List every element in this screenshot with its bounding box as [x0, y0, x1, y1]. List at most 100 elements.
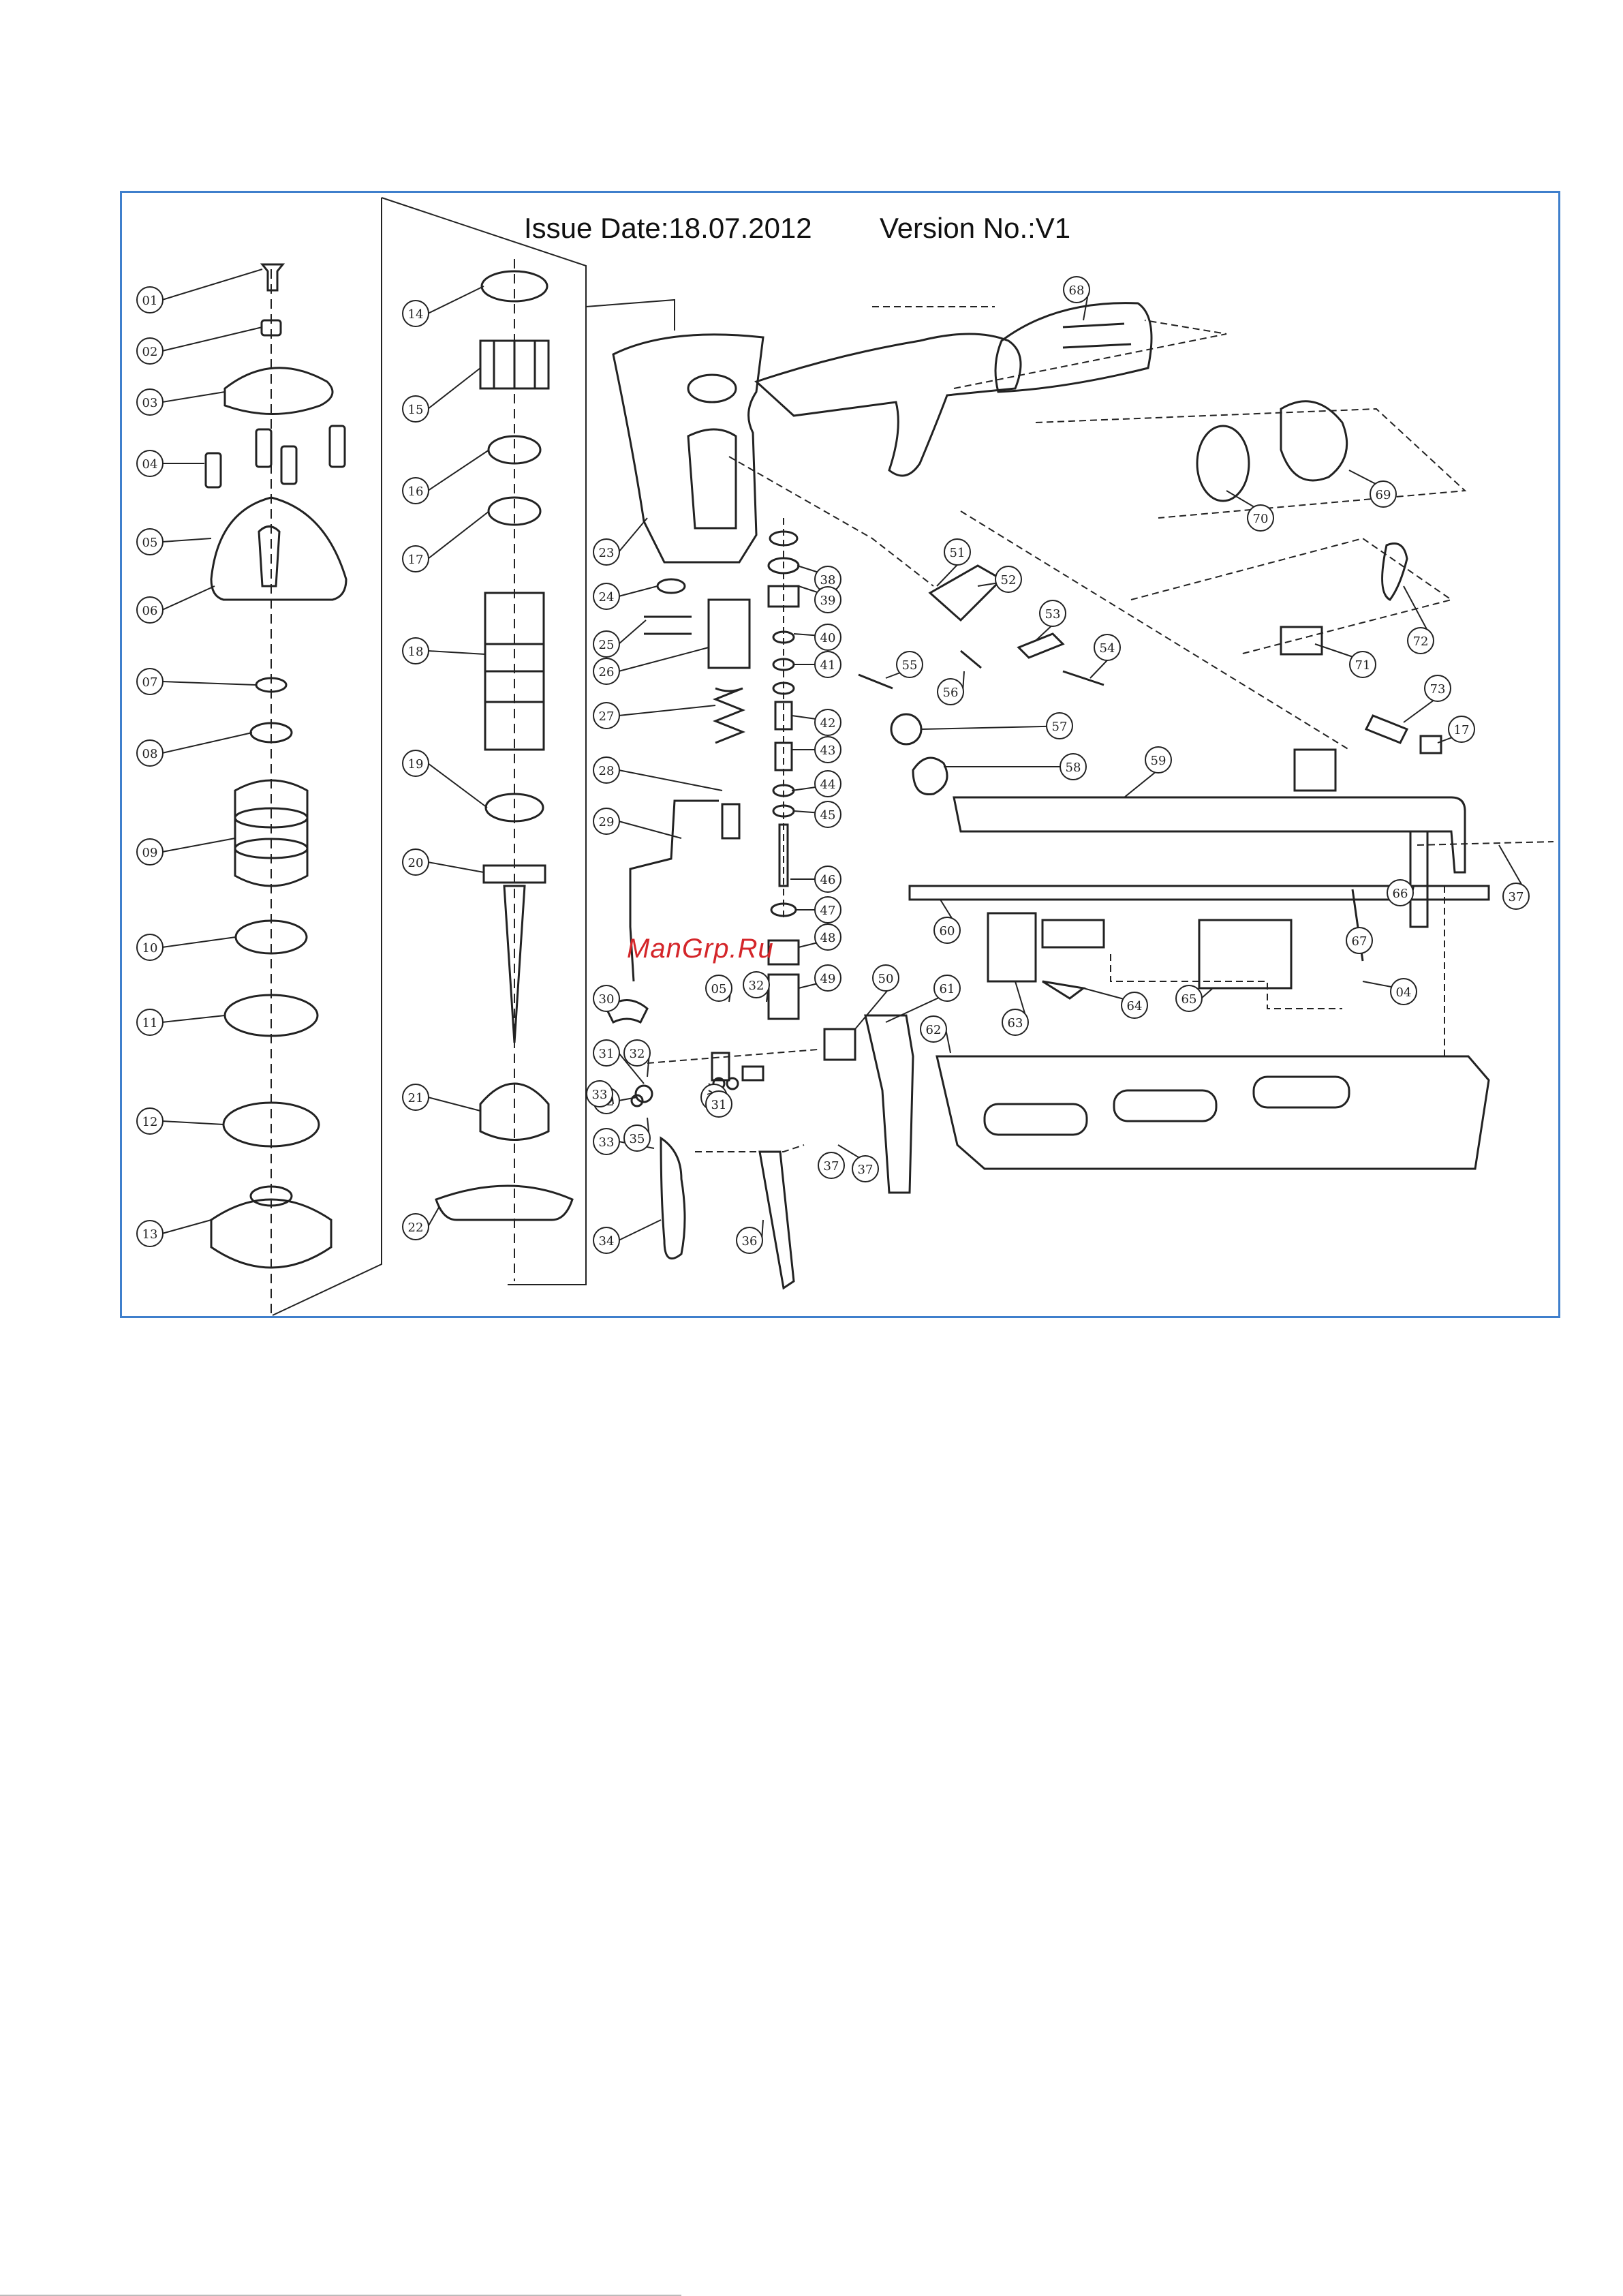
- callout-05: 05: [137, 529, 211, 555]
- callout-number: 33: [592, 1088, 608, 1102]
- callout-28: 28: [593, 757, 722, 791]
- callout-leader: [428, 450, 489, 491]
- callout-number: 26: [599, 665, 615, 679]
- callout-leader: [162, 1121, 223, 1124]
- callout-number: 18: [408, 645, 424, 659]
- callout-leader: [162, 538, 211, 542]
- callout-number: 04: [1396, 985, 1412, 1000]
- callout-leader: [619, 1220, 661, 1240]
- callout-labels: 0102030405060708091011121314151617181920…: [137, 269, 1529, 1253]
- callout-08: 08: [137, 733, 252, 766]
- callout-number: 46: [820, 873, 836, 887]
- callout-19: 19: [403, 750, 487, 808]
- callout-leader: [162, 838, 235, 852]
- callout-number: 58: [1066, 761, 1081, 775]
- callout-number: 34: [599, 1234, 615, 1249]
- callout-leader: [428, 368, 480, 409]
- callout-10: 10: [137, 934, 236, 960]
- callout-number: 02: [142, 345, 158, 359]
- callout-number: 44: [820, 778, 836, 792]
- callout-67: 67: [1346, 928, 1372, 953]
- callout-24: 24: [593, 583, 658, 609]
- callout-72: 72: [1404, 586, 1434, 654]
- callout-leader: [162, 327, 262, 351]
- callout-number: 27: [599, 709, 615, 724]
- callout-number: 07: [142, 675, 158, 690]
- callout-leader: [619, 705, 715, 716]
- callout-number: 33: [599, 1135, 615, 1150]
- callout-65: 65: [1176, 985, 1213, 1011]
- callout-leader: [428, 862, 484, 872]
- callout-27: 27: [593, 703, 715, 729]
- callout-number: 25: [599, 638, 615, 652]
- callout-number: 38: [820, 573, 836, 587]
- callout-number: 67: [1352, 934, 1367, 949]
- watermark-text: ManGrp.Ru: [627, 934, 774, 964]
- callout-number: 68: [1069, 284, 1085, 298]
- callout-number: 39: [820, 594, 836, 608]
- callout-number: 71: [1355, 658, 1371, 673]
- callout-number: 24: [599, 590, 615, 604]
- callout-64: 64: [1083, 988, 1147, 1018]
- callout-number: 41: [820, 658, 836, 673]
- callout-37: 37: [818, 1152, 844, 1178]
- callout-37: 37: [1499, 845, 1529, 909]
- callout-11: 11: [137, 1009, 225, 1035]
- callout-number: 15: [408, 403, 424, 417]
- callout-21: 21: [403, 1084, 480, 1111]
- callout-48: 48: [799, 924, 841, 950]
- callout-leader: [619, 586, 658, 596]
- callout-22: 22: [403, 1206, 439, 1240]
- callout-44: 44: [792, 771, 841, 797]
- callout-43: 43: [792, 737, 841, 763]
- callout-number: 62: [926, 1023, 942, 1037]
- callout-leader: [428, 1206, 439, 1227]
- callout-leader: [428, 1097, 480, 1111]
- callout-leader: [162, 586, 215, 610]
- callout-number: 55: [902, 658, 918, 673]
- callout-54: 54: [1090, 634, 1120, 678]
- callout-number: 42: [820, 716, 836, 731]
- callout-34: 34: [593, 1220, 661, 1253]
- callout-leader: [619, 620, 646, 644]
- callout-leader: [162, 682, 256, 685]
- callout-35: 35: [624, 1118, 650, 1151]
- callout-40: 40: [794, 624, 841, 650]
- callout-number: 11: [142, 1016, 158, 1030]
- callout-16: 16: [403, 450, 489, 504]
- callout-59: 59: [1124, 747, 1171, 797]
- callout-number: 30: [599, 992, 615, 1007]
- callout-number: 10: [142, 941, 158, 955]
- callout-number: 63: [1008, 1016, 1023, 1030]
- callout-15: 15: [403, 368, 480, 422]
- callout-number: 36: [742, 1234, 758, 1249]
- callout-41: 41: [794, 652, 841, 677]
- callout-leader: [162, 733, 252, 753]
- callout-05: 05: [706, 975, 732, 1002]
- callout-number: 43: [820, 744, 836, 758]
- callout-30: 30: [593, 985, 619, 1011]
- callout-04: 04: [137, 450, 204, 476]
- callout-number: 20: [408, 856, 424, 870]
- callout-number: 52: [1001, 573, 1017, 587]
- callout-leader: [162, 937, 236, 947]
- callout-number: 37: [1509, 890, 1524, 904]
- callout-32: 32: [743, 972, 769, 1002]
- callout-leader: [428, 286, 484, 313]
- callout-number: 04: [142, 457, 158, 472]
- callout-number: 09: [142, 846, 158, 860]
- callout-number: 06: [142, 604, 158, 618]
- callout-20: 20: [403, 849, 484, 875]
- callout-57: 57: [921, 713, 1072, 739]
- callout-69: 69: [1349, 470, 1396, 507]
- callout-leader: [162, 392, 225, 402]
- callout-leader: [1201, 988, 1213, 998]
- callout-number: 64: [1127, 999, 1143, 1013]
- callout-17: 17: [403, 511, 489, 572]
- callout-32: 32: [624, 1040, 650, 1077]
- callout-25: 25: [593, 620, 646, 657]
- callout-number: 28: [599, 764, 615, 778]
- callout-leader: [162, 1220, 211, 1234]
- callout-number: 17: [408, 553, 424, 567]
